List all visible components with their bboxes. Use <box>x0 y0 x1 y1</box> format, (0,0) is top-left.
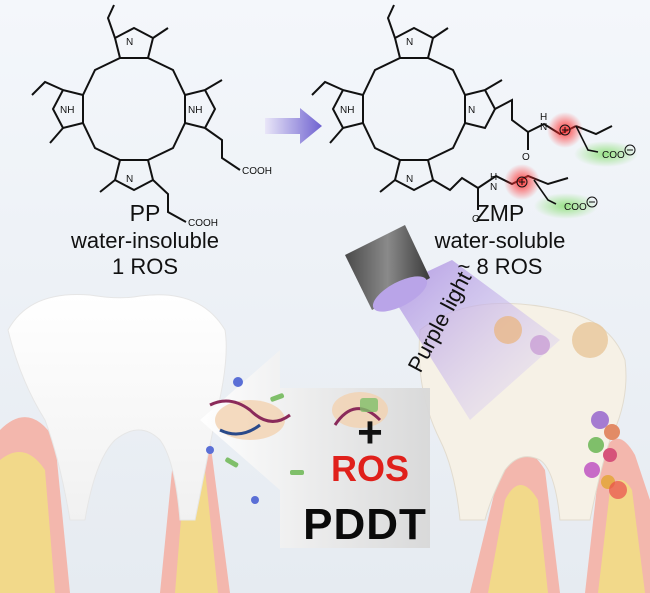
zmp-molecule <box>311 4 613 210</box>
pp-cooh-1: COOH <box>242 166 272 177</box>
pp-cooh-2: COOH <box>188 218 218 229</box>
zmp-amide-n2: N <box>490 182 497 193</box>
minus-charge-1 <box>624 144 636 156</box>
anion-glow-2 <box>534 193 598 219</box>
pp-n-bottom: N <box>126 174 133 185</box>
gum-tissue <box>0 417 650 593</box>
zmp-amide-h1: H <box>540 112 547 123</box>
conversion-arrow <box>265 108 322 144</box>
zmp-coo-2: COO <box>564 202 587 213</box>
plus-charge-2 <box>516 176 528 188</box>
plus-charge-1 <box>559 124 571 136</box>
anion-glow-1 <box>574 141 638 167</box>
ros-label: ROS <box>330 448 409 489</box>
zmp-n-bottom: N <box>406 174 413 185</box>
zmp-n-right: N <box>468 105 475 116</box>
pp-ros: 1 ROS <box>111 254 179 279</box>
zmp-amide-n1: N <box>540 122 547 133</box>
plus-sign: + <box>357 408 383 457</box>
zmp-amide-h2: H <box>490 172 497 183</box>
zmp-n-top: N <box>406 37 413 48</box>
pp-n-top: N <box>126 37 133 48</box>
pp-atom-labels: N NH N NH COOH COOH <box>60 37 272 229</box>
zmp-amide-o2: O <box>472 214 480 225</box>
bacteria-cluster <box>494 316 627 499</box>
lamp-icon <box>345 225 430 312</box>
pddt-label: PDDT <box>303 500 427 549</box>
pp-nh-right: NH <box>188 105 202 116</box>
zwitterion-glows: COO COO <box>504 112 638 219</box>
minus-charge-2 <box>586 196 598 208</box>
healthy-tooth <box>7 293 227 521</box>
pp-nh-left: NH <box>60 105 74 116</box>
pp-name: PP <box>129 200 161 226</box>
zmp-solubility: water-soluble <box>434 228 566 253</box>
pp-solubility: water-insoluble <box>71 228 219 253</box>
zmp-name: ZMP <box>475 200 525 226</box>
zmp-nh-left: NH <box>340 105 354 116</box>
zmp-amide-o1: O <box>522 152 530 163</box>
zmp-ros: ~ 8 ROS <box>457 254 543 279</box>
bacteria-debris <box>206 377 388 504</box>
zmp-coo-1: COO <box>602 150 625 161</box>
zmp-atom-labels: N NH N N H N O H N O <box>340 37 547 225</box>
light-beam <box>388 260 560 420</box>
pp-molecule <box>31 4 241 223</box>
